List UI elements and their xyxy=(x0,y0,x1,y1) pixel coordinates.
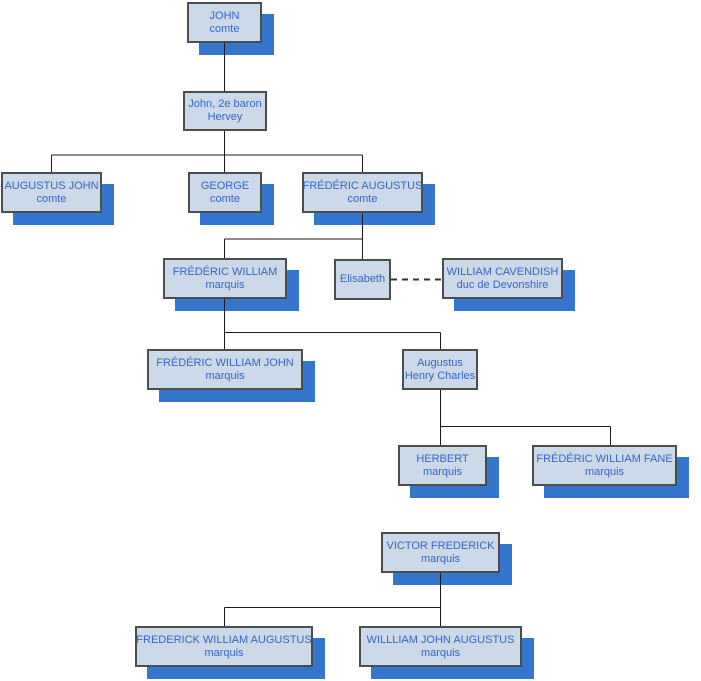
tree-node-frederic-william: FRÉDÉRIC WILLIAM marquis xyxy=(163,258,287,299)
node-title: marquis xyxy=(422,465,463,478)
node-name: GEORGE xyxy=(200,179,250,192)
node-name: HERBERT xyxy=(416,452,469,465)
node-name: Elisabeth xyxy=(339,273,386,285)
node-title: marquis xyxy=(584,465,625,478)
node-name: WILLIAM CAVENDISH xyxy=(446,265,559,278)
node-title: marquis xyxy=(204,646,244,659)
tree-node-willliam-john-augustus: WILLLIAM JOHN AUGUSTUS marquis xyxy=(359,626,522,667)
node-name: John, 2e baron Hervey xyxy=(188,98,262,123)
tree-node-frederic-william-fane: FRÉDÉRIC WILLIAM FANE marquis xyxy=(532,445,677,486)
node-name: FRÉDÉRIC AUGUSTUS xyxy=(302,179,423,192)
node-name: FRÉDÉRIC WILLIAM FANE xyxy=(536,452,673,465)
tree-node-john-2e-baron-hervey: John, 2e baron Hervey xyxy=(183,91,267,131)
node-name: WILLLIAM JOHN AUGUSTUS xyxy=(366,633,515,646)
node-title: marquis xyxy=(205,278,245,291)
node-name: FRÉDÉRIC WILLIAM xyxy=(172,265,278,278)
node-title: marquis xyxy=(205,369,245,382)
tree-node-augustus-john: AUGUSTUS JOHN comte xyxy=(1,172,102,213)
tree-node-george: GEORGE comte xyxy=(188,172,262,213)
node-title: comte xyxy=(209,22,240,35)
node-name: Augustus Henry Charles xyxy=(404,356,476,382)
tree-node-john: JOHN comte xyxy=(187,2,262,43)
tree-node-frederic-william-john: FRÉDÉRIC WILLIAM JOHN marquis xyxy=(147,349,303,390)
node-shadows xyxy=(13,14,689,679)
node-title: comte xyxy=(210,192,240,205)
node-title: marquis xyxy=(420,552,461,565)
node-name: FRÉDÉRIC WILLIAM JOHN xyxy=(156,356,294,369)
tree-node-william-cavendish: WILLIAM CAVENDISH duc de Devonshire xyxy=(442,258,563,299)
node-title: duc de Devonshire xyxy=(456,278,549,291)
tree-node-elisabeth: Elisabeth xyxy=(334,259,391,300)
tree-node-frederic-augustus: FRÉDÉRIC AUGUSTUS comte xyxy=(302,172,423,213)
node-title: comte xyxy=(36,192,67,205)
tree-node-augustus-henry-charles: Augustus Henry Charles xyxy=(402,349,478,390)
node-name: JOHN xyxy=(209,9,240,22)
tree-node-victor-frederick: VICTOR FREDERICK marquis xyxy=(381,532,500,573)
node-name: VICTOR FREDERICK xyxy=(386,539,495,552)
parent-child-connectors xyxy=(51,43,611,626)
node-name: AUGUSTUS JOHN xyxy=(4,179,99,192)
node-title: comte xyxy=(347,192,378,205)
node-title: marquis xyxy=(420,646,461,659)
node-name: FREDERICK WILLIAM AUGUSTUS xyxy=(136,633,312,646)
tree-node-frederick-william-augustus: FREDERICK WILLIAM AUGUSTUS marquis xyxy=(135,626,313,667)
tree-node-herbert: HERBERT marquis xyxy=(398,445,487,486)
